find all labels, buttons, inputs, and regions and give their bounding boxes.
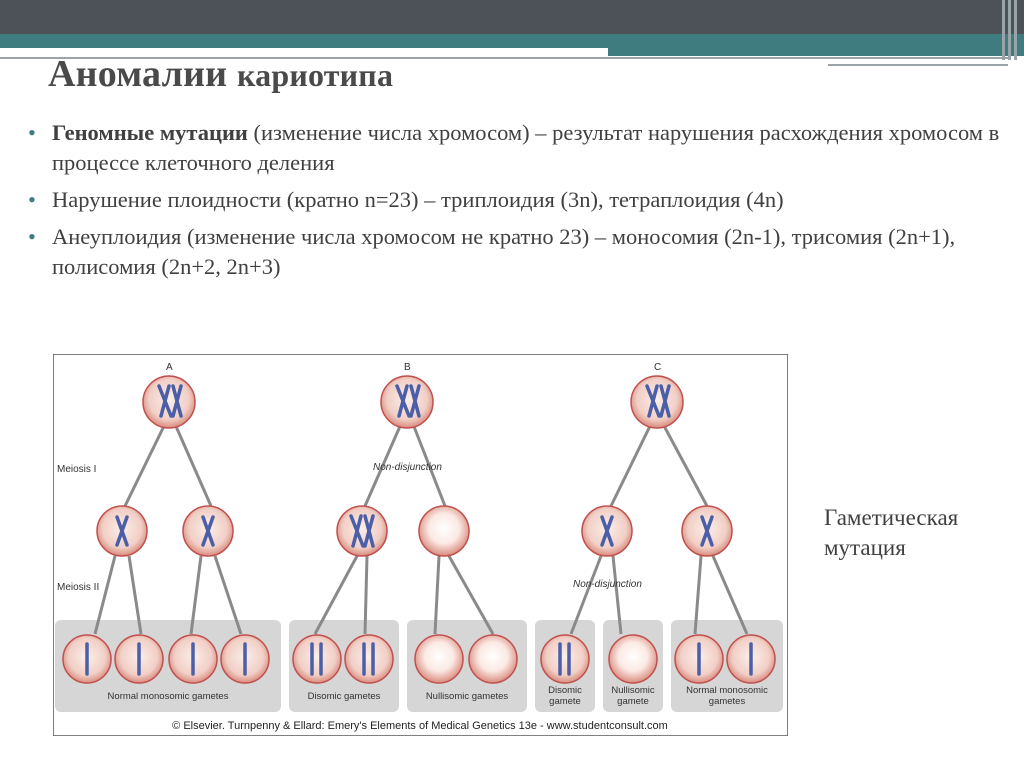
gamete-b4 xyxy=(469,635,517,683)
label-c-disomic-2: gamete xyxy=(549,696,581,707)
gamete-b2 xyxy=(345,635,393,683)
label-b-disomic: Disomic gametes xyxy=(308,691,381,702)
gamete-a2 xyxy=(115,635,163,683)
figure-copyright: © Elsevier. Turnpenny & Ellard: Emery's … xyxy=(172,720,668,732)
label-b-nullisomic: Nullisomic gametes xyxy=(426,691,509,702)
header-dark-bar xyxy=(0,0,1024,34)
cell-mid-a1 xyxy=(97,506,147,556)
bullet-list: •Геномные мутации (изменение числа хромо… xyxy=(26,118,1006,289)
cell-mid-b1 xyxy=(337,506,387,556)
side-caption: Гаметическая мутация xyxy=(824,503,958,563)
panel-label-b: B xyxy=(404,362,411,373)
label-c-disomic: Disomic xyxy=(548,685,582,696)
header-stripe xyxy=(1002,0,1005,60)
bullet-text: Нарушение плоидности (кратно n=23) – три… xyxy=(52,187,784,212)
header-stripe xyxy=(1014,0,1017,60)
header-accent-bar xyxy=(0,34,1024,48)
bullet-item: • Анеуплоидия (изменение числа хромосом н… xyxy=(26,222,1006,282)
gamete-b1 xyxy=(293,635,341,683)
meiosis-2-label: Meiosis II xyxy=(57,582,99,593)
cell-mid-a2 xyxy=(183,506,233,556)
side-caption-line: мутация xyxy=(824,533,958,563)
label-c-normal-2: gametes xyxy=(709,696,746,707)
gamete-a3 xyxy=(169,635,217,683)
cell-top-c xyxy=(631,376,683,428)
cell-mid-c1 xyxy=(582,506,632,556)
gamete-a1 xyxy=(63,635,111,683)
header-rule-short xyxy=(828,64,1008,66)
cell-top-a xyxy=(143,376,195,428)
bullet-dot-icon: • xyxy=(28,185,36,215)
bullet-dot-icon: • xyxy=(28,118,36,148)
meiosis-1-label: Meiosis I xyxy=(57,464,96,475)
gamete-b3 xyxy=(415,635,463,683)
gamete-c4 xyxy=(727,635,775,683)
meiosis-diagram: A B C Meiosis I Meiosis II Non-disjuncti… xyxy=(53,354,788,736)
label-c-nullisomic: Nullisomic xyxy=(611,685,655,696)
cell-mid-b2 xyxy=(419,506,469,556)
gamete-a4 xyxy=(221,635,269,683)
nondisjunction-c-label: Non-disjunction xyxy=(573,579,642,590)
slide-title-main: Аномалии xyxy=(48,53,227,95)
slide-title-rest: кариотипа xyxy=(237,57,393,93)
meiosis-diagram-svg: A B C Meiosis I Meiosis II Non-disjuncti… xyxy=(53,354,788,736)
bullet-dot-icon: • xyxy=(28,222,36,252)
cell-mid-c2 xyxy=(682,506,732,556)
side-caption-line: Гаметическая xyxy=(824,503,958,533)
bullet-text: Анеуплоидия (изменение числа хромосом не… xyxy=(52,224,955,279)
slide-title: Аномалии кариотипа xyxy=(48,52,393,96)
bullet-item: •Геномные мутации (изменение числа хромо… xyxy=(26,118,1006,178)
panel-label-c: C xyxy=(654,362,661,373)
gamete-c2 xyxy=(609,635,657,683)
gamete-c1 xyxy=(541,635,589,683)
nondisjunction-b-label: Non-disjunction xyxy=(373,462,442,473)
label-c-nullisomic-2: gamete xyxy=(617,696,649,707)
bullet-item: • Нарушение плоидности (кратно n=23) – тр… xyxy=(26,185,1006,215)
bullet-bold-text: Геномные мутации xyxy=(52,120,248,145)
gamete-c3 xyxy=(675,635,723,683)
label-c-normal: Normal monosomic xyxy=(686,685,768,696)
panel-label-a: A xyxy=(166,362,173,373)
header-accent-bar-right xyxy=(608,48,1024,56)
cell-top-b xyxy=(381,376,433,428)
header-stripe xyxy=(1008,0,1011,60)
label-a-gametes: Normal monosomic gametes xyxy=(108,691,229,702)
